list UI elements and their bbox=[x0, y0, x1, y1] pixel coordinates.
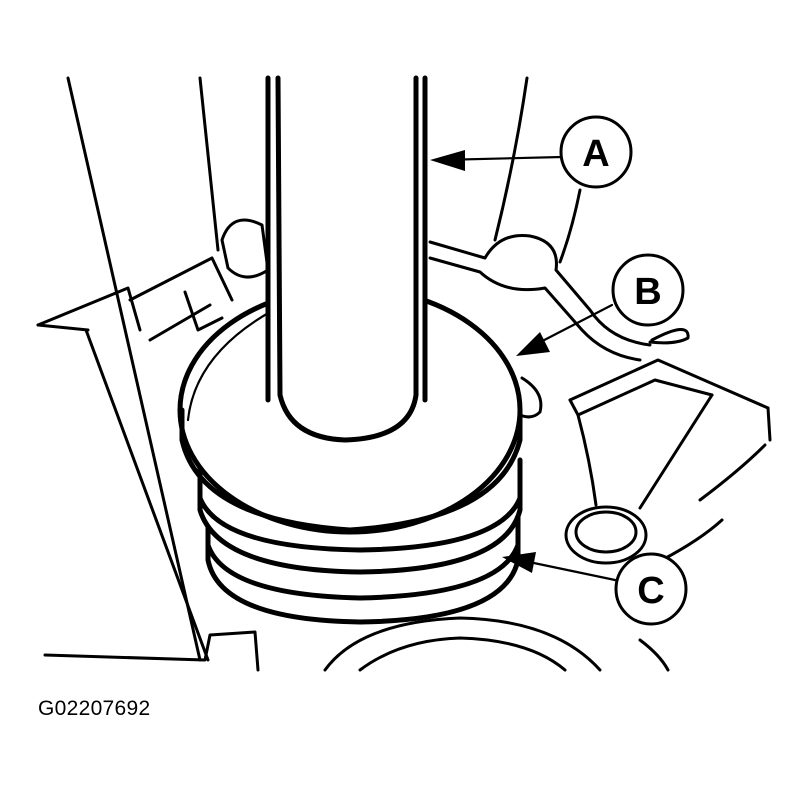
leader-lines bbox=[430, 150, 617, 582]
bolt-head-outer bbox=[564, 505, 648, 565]
clamp-lower-curve bbox=[698, 443, 767, 502]
installer-side bbox=[179, 407, 523, 533]
upper-flange bbox=[428, 233, 652, 347]
bolt-head-inner bbox=[574, 510, 638, 554]
clamp-right-edge bbox=[766, 406, 772, 442]
lower-arc-outer bbox=[323, 616, 602, 672]
rib-upper-right-a bbox=[493, 76, 529, 242]
callout-a: A bbox=[559, 115, 633, 189]
housing-casting bbox=[36, 76, 772, 672]
callout-c-circle bbox=[614, 552, 688, 626]
clamp-left bbox=[568, 398, 598, 507]
leader-b-arrowhead bbox=[516, 332, 550, 356]
clamp-top-inner bbox=[576, 378, 714, 417]
flange-tab bbox=[648, 328, 690, 345]
seal-lower-ring-groove bbox=[205, 542, 521, 601]
seal-middle-groove bbox=[197, 495, 523, 553]
rib-upper-right-b bbox=[558, 188, 582, 264]
seal-assembly bbox=[177, 285, 523, 625]
lower-arc-right bbox=[638, 638, 670, 672]
clamp-face bbox=[638, 393, 714, 510]
shaft-fill bbox=[268, 78, 425, 442]
housing-left-lip-bottom bbox=[36, 323, 90, 332]
housing-left-edge-outer bbox=[66, 76, 202, 662]
bolt-boss-left bbox=[220, 218, 270, 279]
housing-bottom-step bbox=[43, 630, 260, 672]
clamp-top bbox=[568, 358, 770, 410]
bore-hole bbox=[518, 376, 543, 419]
callout-b-label: B bbox=[634, 271, 661, 313]
installer-shaft bbox=[265, 75, 428, 443]
rib-upper-left bbox=[198, 76, 220, 252]
callout-c: C bbox=[614, 552, 688, 626]
callout-b-circle bbox=[611, 253, 685, 327]
bracket-left bbox=[128, 256, 234, 302]
upper-flange-lower bbox=[428, 256, 642, 362]
callout-a-circle bbox=[559, 115, 633, 189]
leader-a-arrowhead bbox=[430, 150, 465, 171]
installer-rim-shadow bbox=[186, 310, 272, 422]
housing-left-lip bbox=[36, 286, 142, 332]
housing-left-edge-inner bbox=[84, 328, 210, 662]
callout-b: B bbox=[611, 253, 685, 327]
lower-arc-inner bbox=[358, 636, 567, 672]
leader-c-arrowhead bbox=[502, 552, 536, 573]
bracket-left-detail bbox=[183, 290, 224, 332]
clamp-lower-curve-2 bbox=[660, 518, 724, 562]
shaft-inner-contour bbox=[275, 75, 419, 443]
bracket-left-arm bbox=[148, 303, 212, 342]
figure-code: G02207692 bbox=[38, 697, 151, 720]
callout-a-label: A bbox=[582, 133, 609, 175]
callout-c-label: C bbox=[637, 570, 664, 612]
